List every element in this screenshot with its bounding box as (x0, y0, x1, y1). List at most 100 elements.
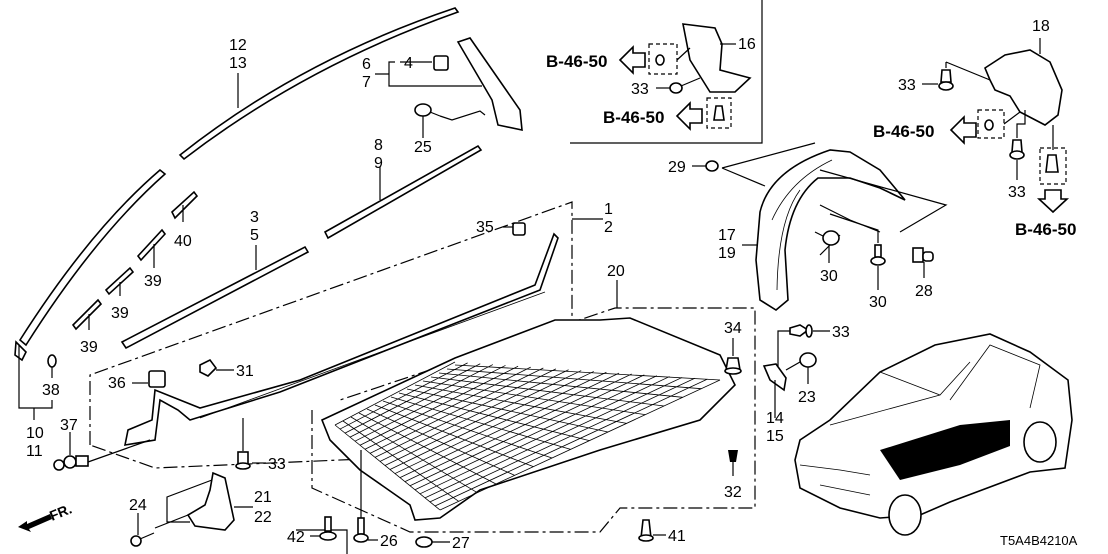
leader-33-mid-v (777, 330, 790, 366)
undercover-rib (342, 420, 459, 502)
undercover-rib (344, 363, 481, 434)
callout-25: 25 (414, 139, 432, 156)
undercover-rib (398, 392, 590, 442)
callout-19: 19 (718, 245, 736, 262)
door-molding-8-9[interactable] (323, 144, 483, 240)
pillar-garnish[interactable] (456, 37, 523, 132)
undercover-rib (422, 380, 646, 416)
clip-41[interactable] (638, 519, 654, 542)
side-sill-garnish[interactable] (123, 232, 559, 446)
callout-33-sill: 33 (268, 456, 286, 473)
undercover-rib (350, 416, 478, 494)
mudguard[interactable] (186, 471, 235, 531)
leader-30-b-v (829, 213, 879, 243)
undercover-rib (414, 384, 627, 424)
clip-31[interactable] (199, 358, 218, 377)
undercover-rib (384, 370, 582, 466)
undercover-rib (439, 379, 721, 511)
undercover-group-box (311, 307, 756, 533)
nut-27[interactable] (415, 536, 433, 548)
clip-36[interactable] (148, 370, 166, 388)
undercover-rib (454, 364, 721, 381)
bolt-23[interactable] (785, 352, 817, 371)
clip-32[interactable] (728, 450, 738, 462)
undercover-rib (406, 388, 609, 433)
clip-34[interactable] (724, 357, 742, 375)
callout-13: 13 (229, 55, 247, 72)
callout-24: 24 (129, 497, 147, 514)
leader-screw-16 (676, 47, 691, 61)
diagram-code: T5A4B4210A (1000, 533, 1078, 548)
clip-16-b (713, 105, 725, 121)
fender-liner[interactable] (755, 149, 906, 311)
clip-box-16 (706, 97, 732, 129)
undercover-rib (369, 367, 544, 454)
front-direction-arrow: FR. (18, 500, 74, 532)
callout-20: 20 (607, 263, 625, 280)
screw-25[interactable] (414, 103, 441, 117)
ref-arrow-18-a[interactable]: B-46-50 (873, 115, 977, 145)
callout-33-mid: 33 (832, 324, 850, 341)
leader-33-r1-line (945, 61, 991, 81)
clip-4[interactable] (433, 55, 449, 71)
floor-undercover[interactable] (320, 317, 736, 521)
undercover-rib (399, 372, 620, 478)
roof-molding[interactable] (14, 7, 460, 362)
undercover-rib (394, 371, 607, 474)
undercover-rib (358, 412, 497, 485)
callout-33-r2: 33 (1008, 184, 1026, 201)
undercover-rib (430, 376, 665, 407)
ref-label-18-b[interactable]: B-46-50 (1015, 220, 1076, 239)
undercover-rib (409, 374, 645, 487)
screw-24[interactable] (130, 532, 155, 547)
leader-33-r2-v (1016, 110, 1026, 138)
bolt-42[interactable] (319, 516, 337, 541)
clip-30-a[interactable] (814, 230, 840, 246)
clip-33-r2[interactable] (1009, 139, 1025, 160)
undercover-rib (390, 396, 571, 450)
door-molding-3-5[interactable] (120, 245, 310, 350)
clip-37[interactable] (53, 455, 89, 471)
nut-38[interactable] (47, 354, 57, 368)
clip-28[interactable] (912, 247, 934, 263)
ref-arrow-16-a[interactable]: B-46-50 (546, 45, 646, 75)
clip-33-sill[interactable] (235, 451, 251, 470)
leader-screw-18 (1003, 111, 1021, 125)
ref-arrow-16-b[interactable]: B-46-50 (603, 101, 703, 131)
clip-33-mid[interactable] (789, 324, 813, 338)
undercover-rib (334, 361, 456, 426)
undercover-rib (389, 371, 594, 470)
leader-24-line (154, 514, 189, 529)
ref-label-18-a[interactable]: B-46-50 (873, 122, 934, 141)
clip-40[interactable] (171, 190, 199, 220)
clip-39-a[interactable] (136, 228, 167, 262)
front-label: FR. (47, 500, 74, 523)
callout-21: 21 (254, 489, 272, 506)
ref-label-16-a[interactable]: B-46-50 (546, 52, 607, 71)
clip-39-b[interactable] (104, 266, 135, 296)
clip-33-inset[interactable] (669, 77, 701, 94)
callout-3: 3 (250, 209, 259, 226)
bracket-14-15[interactable] (762, 363, 787, 392)
bracket-42 (296, 529, 348, 554)
clip-39-c[interactable] (71, 298, 103, 331)
inset-frame-16 (570, 0, 763, 144)
splash-guard-18[interactable] (984, 49, 1063, 126)
screw-18 (984, 119, 994, 131)
clip-30-b[interactable] (870, 244, 886, 266)
bolt-26[interactable] (353, 517, 369, 543)
undercover-rib (354, 365, 506, 442)
callout-1: 1 (604, 201, 613, 218)
callout-26: 26 (380, 533, 398, 550)
clip-29[interactable] (705, 160, 719, 172)
clip-33-r1[interactable] (938, 69, 954, 91)
callout-39-b: 39 (111, 305, 129, 322)
splash-guard-16[interactable] (682, 23, 752, 93)
ref-arrow-18-b[interactable]: B-46-50 (1015, 189, 1076, 239)
callout-12: 12 (229, 37, 247, 54)
ref-label-16-b[interactable]: B-46-50 (603, 108, 664, 127)
callout-33-inset: 33 (631, 81, 649, 98)
undercover-rib (334, 424, 441, 511)
screw-box-16 (648, 43, 678, 75)
clip-35[interactable] (512, 222, 526, 236)
